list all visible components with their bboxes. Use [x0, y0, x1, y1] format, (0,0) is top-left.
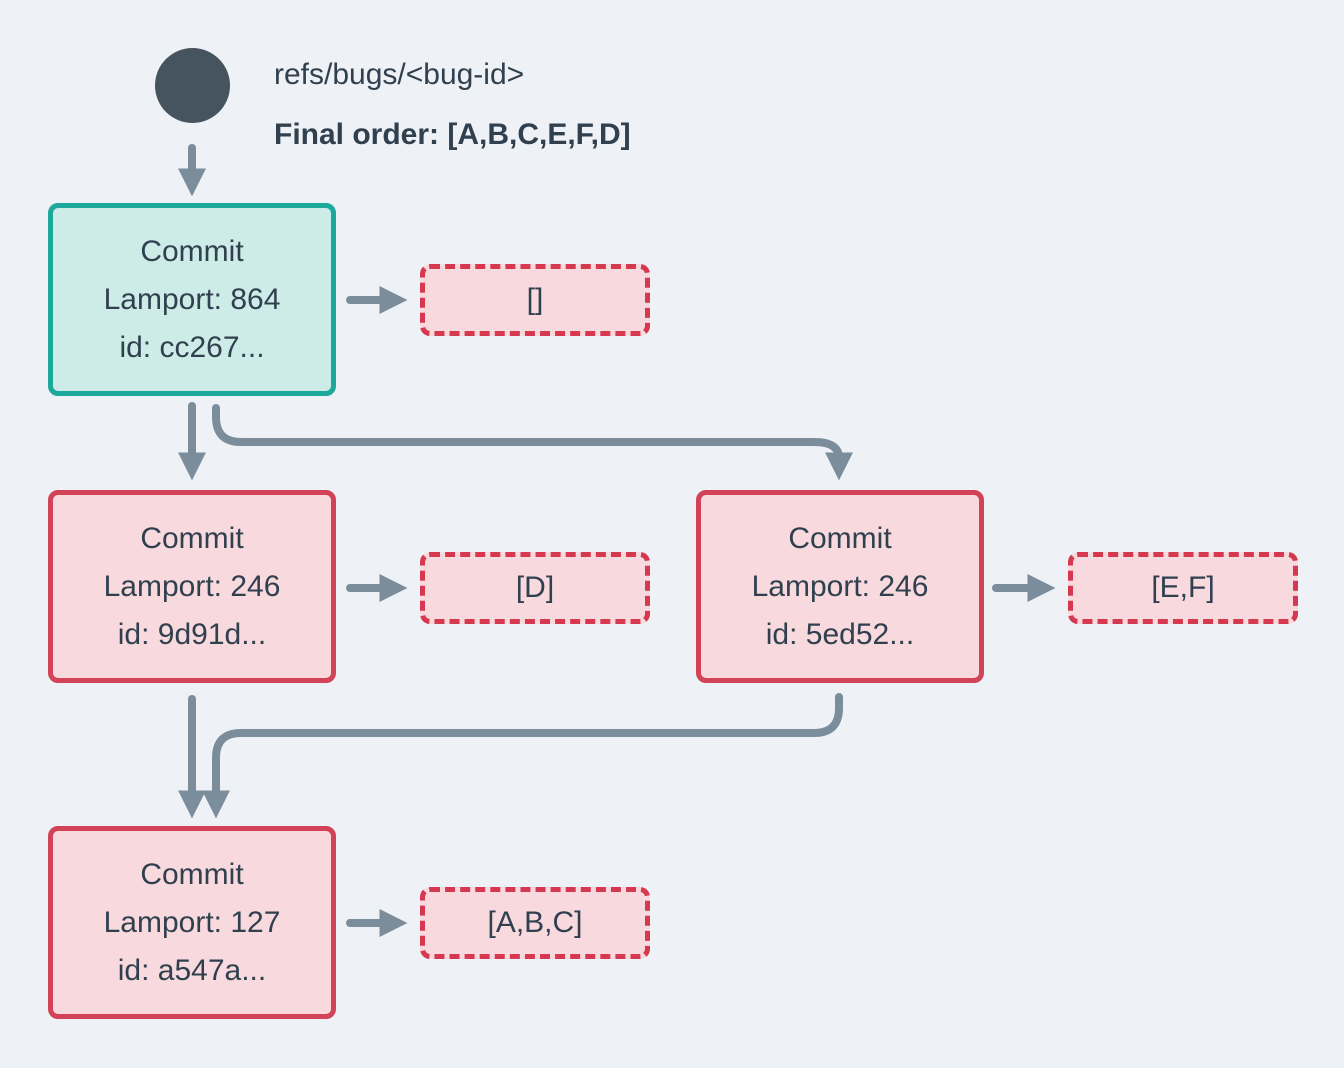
ops-list-left: [D] — [420, 552, 650, 624]
commit-title: Commit — [140, 234, 244, 268]
branch-ref-label: refs/bugs/<bug-id> — [274, 58, 525, 91]
commit-title: Commit — [788, 521, 892, 555]
edge-head-to-right-commit-arrow — [212, 404, 853, 481]
commit-node-bottom: Commit Lamport: 127 id: a547a... — [48, 826, 336, 1019]
branch-ref-dot — [155, 48, 230, 123]
commit-id: id: cc267... — [119, 330, 265, 364]
commit-node-right: Commit Lamport: 246 id: 5ed52... — [696, 490, 984, 683]
commit-id: id: 5ed52... — [765, 617, 915, 651]
commit-lamport: Lamport: 246 — [751, 569, 929, 603]
edge-right-commit-to-bottom-arrow — [202, 693, 843, 819]
commit-id: id: 9d91d... — [117, 617, 267, 651]
commit-node-head: Commit Lamport: 864 id: cc267... — [48, 203, 336, 396]
commit-title: Commit — [140, 521, 244, 555]
commit-lamport: Lamport: 127 — [103, 905, 281, 939]
ops-list-bottom: [A,B,C] — [420, 887, 650, 959]
commit-lamport: Lamport: 246 — [103, 569, 281, 603]
commit-node-left: Commit Lamport: 246 id: 9d91d... — [48, 490, 336, 683]
ops-list-right: [E,F] — [1068, 552, 1298, 624]
commit-id: id: a547a... — [117, 953, 267, 987]
commit-title: Commit — [140, 857, 244, 891]
final-order-label: Final order: [A,B,C,E,F,D] — [274, 118, 631, 151]
ops-list-head: [] — [420, 264, 650, 336]
commit-lamport: Lamport: 864 — [103, 282, 281, 316]
